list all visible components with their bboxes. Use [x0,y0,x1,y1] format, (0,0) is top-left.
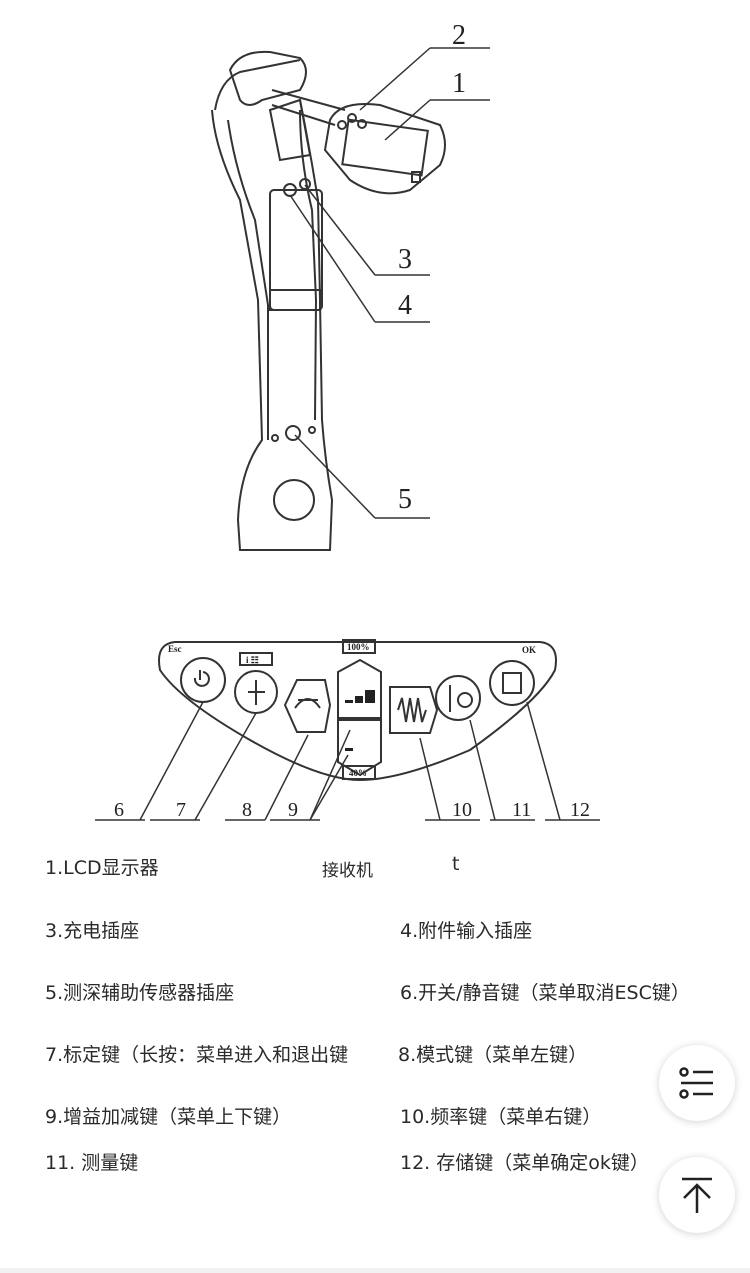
caption-7: 7.标定键（长按：菜单进入和退出键 [45,1044,349,1066]
caption-10: 10.频率键（菜单右键） [400,1106,602,1128]
bottom-divider [0,1268,750,1273]
caption-fragment: t [452,853,460,875]
gain-low-text: 40% [349,768,367,778]
list-icon [679,1067,713,1099]
caption-9: 9.增益加减键（菜单上下键） [45,1106,292,1128]
info-text: i ☷ [246,655,259,665]
label-2: 2 [452,20,466,51]
label-3: 3 [398,244,412,275]
label-6: 6 [114,799,124,821]
caption-1: 1.LCD显示器 [45,857,159,879]
label-10: 10 [452,799,472,821]
esc-text: Esc [168,644,182,654]
label-12: 12 [570,799,590,821]
caption-6: 6.开关/静音键（菜单取消ESC键） [400,982,690,1004]
gain-high-text: 100% [347,642,370,652]
caption-3: 3.充电插座 [45,920,140,942]
arrow-up-icon [682,1177,712,1213]
caption-4: 4.附件输入插座 [400,920,533,942]
label-7: 7 [176,799,186,821]
label-1: 1 [452,68,466,99]
caption-11: 11. 测量键 [45,1152,139,1174]
label-9: 9 [288,799,298,821]
label-8: 8 [242,799,252,821]
caption-8: 8.模式键（菜单左键） [398,1044,588,1066]
table-of-contents-button[interactable] [659,1045,735,1121]
caption-12: 12. 存储键（菜单确定ok键） [400,1152,649,1174]
label-5: 5 [398,484,412,515]
keypad-panel-drawing: Esc OK 100% 40% i ☷ 6 7 8 9 10 11 12 [95,639,600,821]
caption-5: 5.测深辅助传感器插座 [45,982,235,1004]
label-11: 11 [512,799,531,821]
label-4: 4 [398,290,412,321]
ok-text: OK [522,645,536,655]
back-to-top-button[interactable] [659,1157,735,1233]
receiver-device-drawing: 2 1 3 4 5 [211,20,490,551]
caption-receiver: 接收机 [322,861,373,881]
